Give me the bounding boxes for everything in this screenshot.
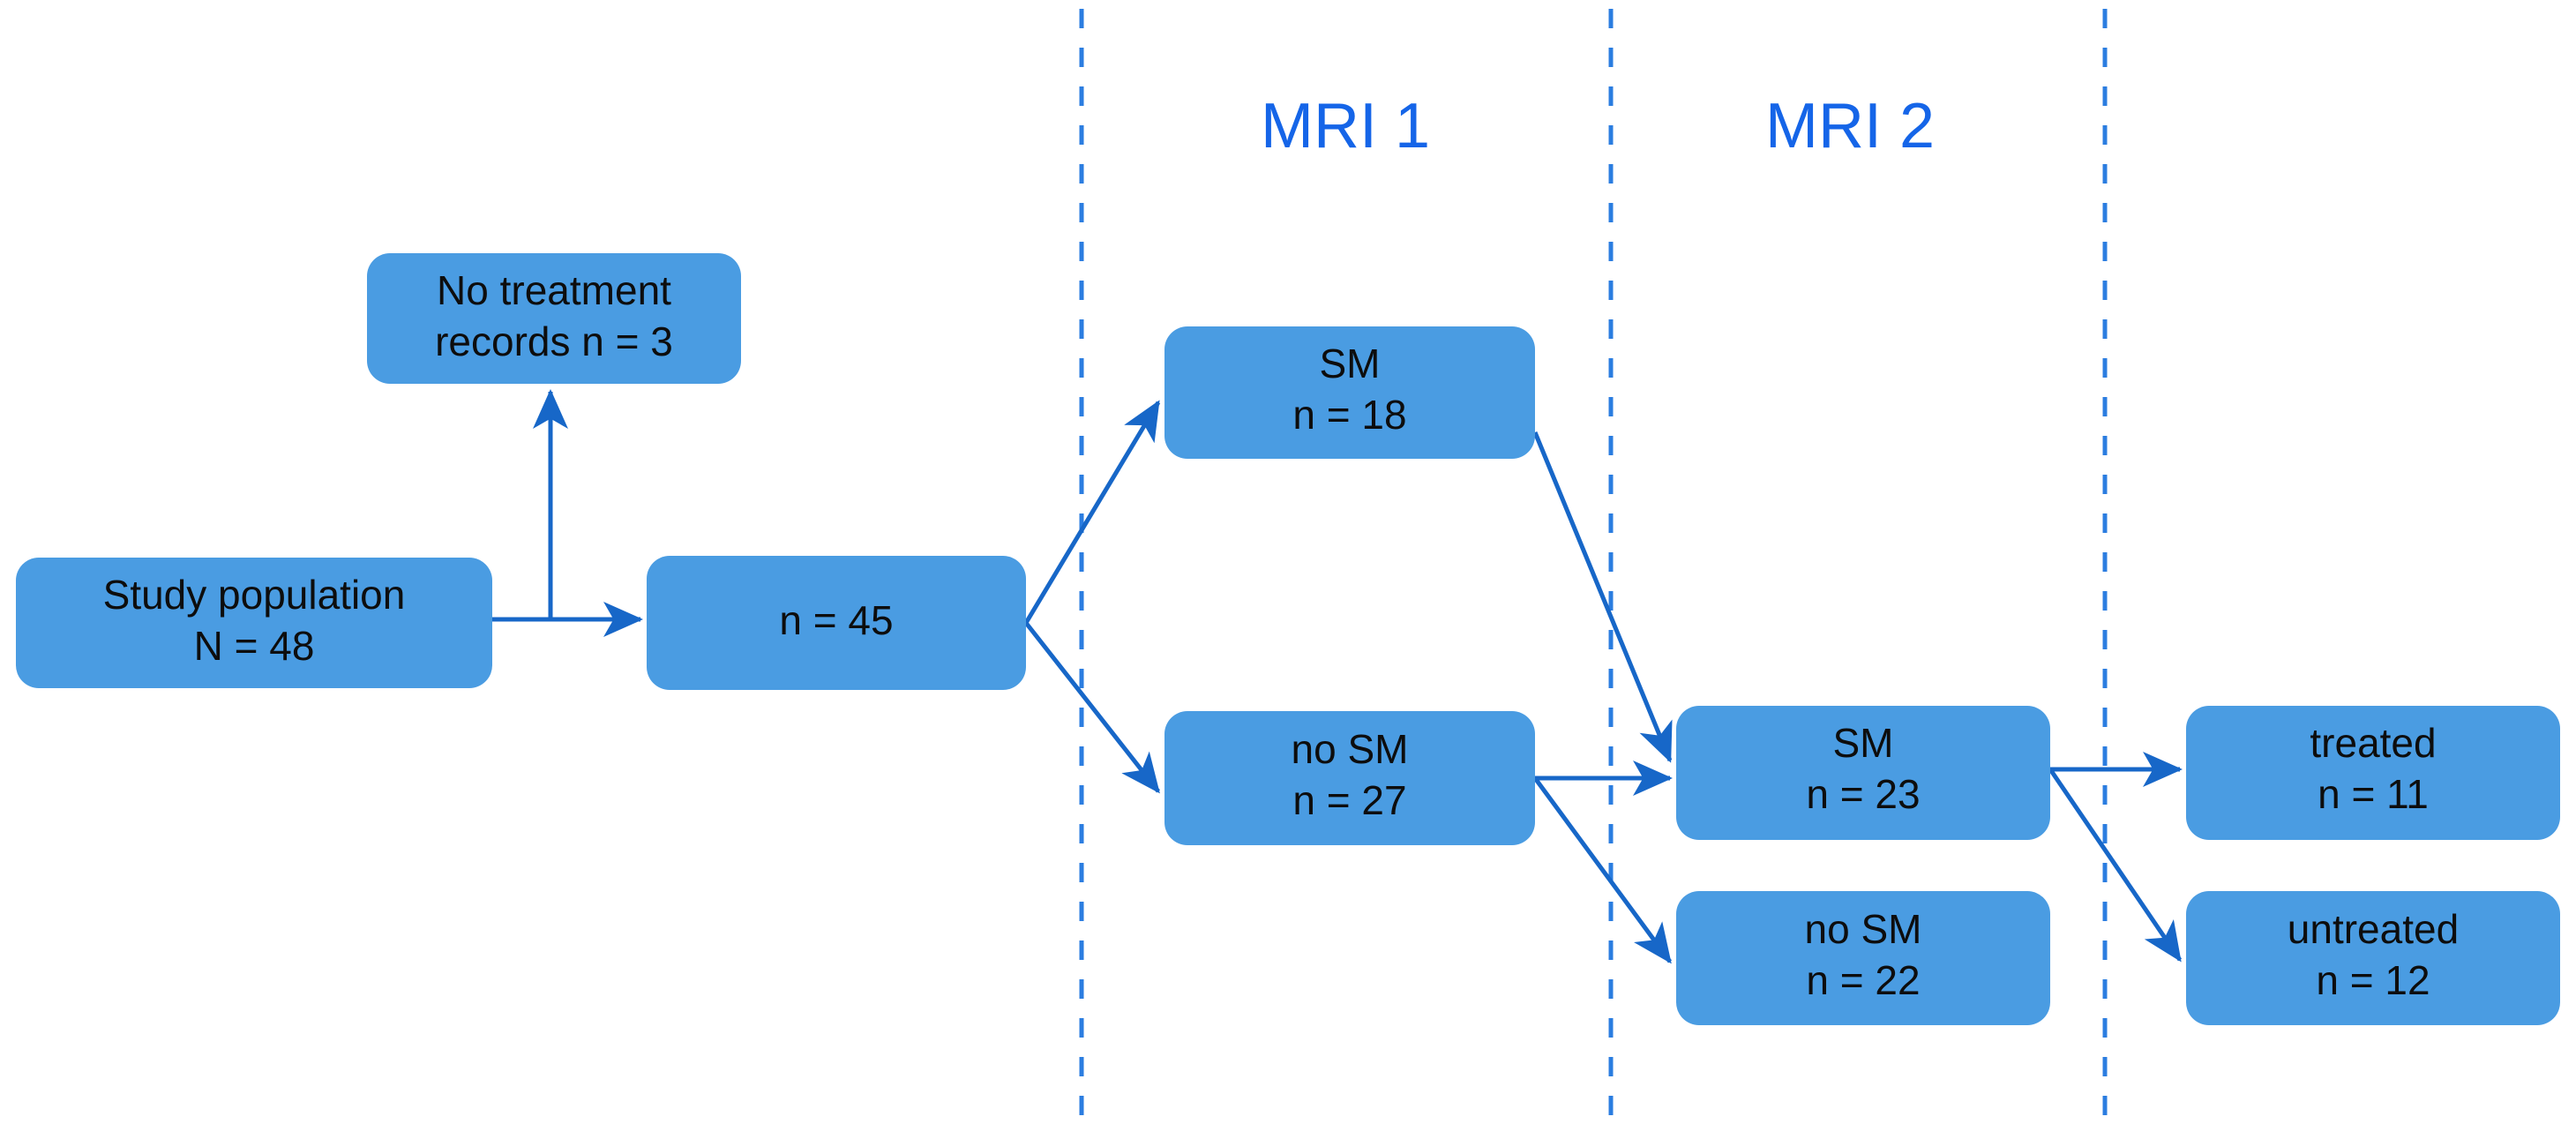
node-no-treatment-records[interactable]: No treatment records n = 3	[367, 253, 741, 384]
node-study-population-line1: Study population	[103, 572, 406, 618]
flow-connectors	[492, 388, 2183, 964]
node-study-population-line2: N = 48	[194, 623, 315, 669]
node-mri1-no-sm[interactable]: no SM n = 27	[1164, 711, 1535, 845]
edge-mri1-sm-to-mri2-sm	[1532, 431, 1673, 763]
node-study-population-box[interactable]	[16, 558, 492, 688]
node-treated-box[interactable]	[2186, 706, 2560, 840]
node-mri2-sm[interactable]: SM n = 23	[1676, 706, 2050, 840]
edge-mri2-sm-to-untreated	[2048, 768, 2183, 963]
node-mri1-sm-box[interactable]	[1164, 326, 1535, 459]
node-mri1-no-sm-line2: n = 27	[1292, 777, 1406, 823]
edge-eligible-cohort-to-mri1-no-sm	[1024, 621, 1160, 794]
edge-eligible-cohort-to-mri1-sm	[1023, 400, 1161, 625]
node-mri1-sm-line1: SM	[1320, 341, 1381, 386]
node-eligible-cohort[interactable]: n = 45	[647, 556, 1026, 690]
node-study-population[interactable]: Study population N = 48	[16, 558, 492, 688]
node-mri2-no-sm-line2: n = 22	[1806, 957, 1920, 1003]
node-mri1-sm-line2: n = 18	[1292, 392, 1406, 438]
node-mri1-no-sm-box[interactable]	[1164, 711, 1535, 845]
node-treated-line2: n = 11	[2318, 771, 2429, 817]
node-untreated[interactable]: untreated n = 12	[2186, 891, 2560, 1025]
flow-nodes: Study population N = 48 No treatment rec…	[16, 253, 2560, 1025]
phase-label-mri1: MRI 1	[1261, 91, 1430, 161]
phase-dividers	[1079, 9, 2108, 1134]
node-untreated-line1: untreated	[2288, 906, 2459, 952]
edge-mri1-no-sm-to-mri2-no-sm	[1532, 776, 1673, 964]
node-treated[interactable]: treated n = 11	[2186, 706, 2560, 840]
phase-label-mri2: MRI 2	[1765, 91, 1935, 161]
node-no-treatment-records-line1: No treatment	[437, 267, 671, 313]
node-mri1-sm[interactable]: SM n = 18	[1164, 326, 1535, 459]
node-mri1-no-sm-line1: no SM	[1292, 726, 1409, 772]
node-untreated-box[interactable]	[2186, 891, 2560, 1025]
node-mri2-sm-line2: n = 23	[1806, 771, 1920, 817]
phase-headings: MRI 1 MRI 2	[1261, 91, 1935, 161]
node-mri2-sm-line1: SM	[1833, 720, 1894, 766]
node-no-treatment-records-box[interactable]	[367, 253, 741, 384]
node-untreated-line2: n = 12	[2316, 957, 2430, 1003]
node-eligible-cohort-box[interactable]	[647, 556, 1026, 690]
node-eligible-cohort-line1: n = 45	[779, 597, 893, 643]
node-mri2-no-sm-line1: no SM	[1805, 906, 1922, 952]
node-treated-line1: treated	[2310, 720, 2436, 766]
node-mri2-no-sm-box[interactable]	[1676, 891, 2050, 1025]
node-mri2-sm-box[interactable]	[1676, 706, 2050, 840]
node-no-treatment-records-line2: records n = 3	[435, 318, 673, 364]
node-mri2-no-sm[interactable]: no SM n = 22	[1676, 891, 2050, 1025]
